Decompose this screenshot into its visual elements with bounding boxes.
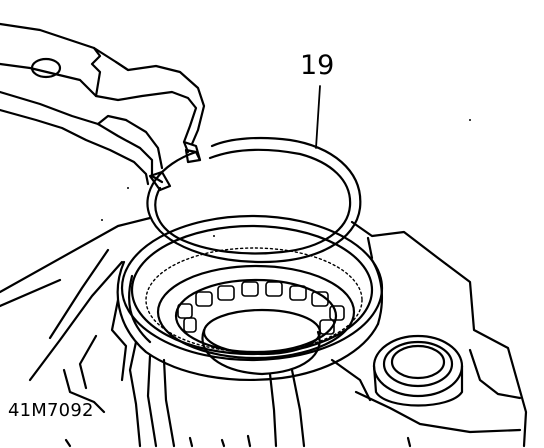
bearing-housing bbox=[116, 214, 384, 381]
circlip bbox=[146, 136, 362, 264]
circlip-pliers bbox=[0, 22, 206, 186]
roller-bearing bbox=[156, 264, 356, 376]
casing bbox=[0, 216, 528, 448]
bearing-rollers bbox=[177, 281, 345, 335]
print-specks bbox=[101, 119, 471, 265]
boss bbox=[372, 334, 464, 407]
callout-leader-line bbox=[315, 85, 321, 149]
figure-reference-code: 41M7092 bbox=[8, 400, 94, 421]
part-number-label: 19 bbox=[300, 50, 335, 81]
